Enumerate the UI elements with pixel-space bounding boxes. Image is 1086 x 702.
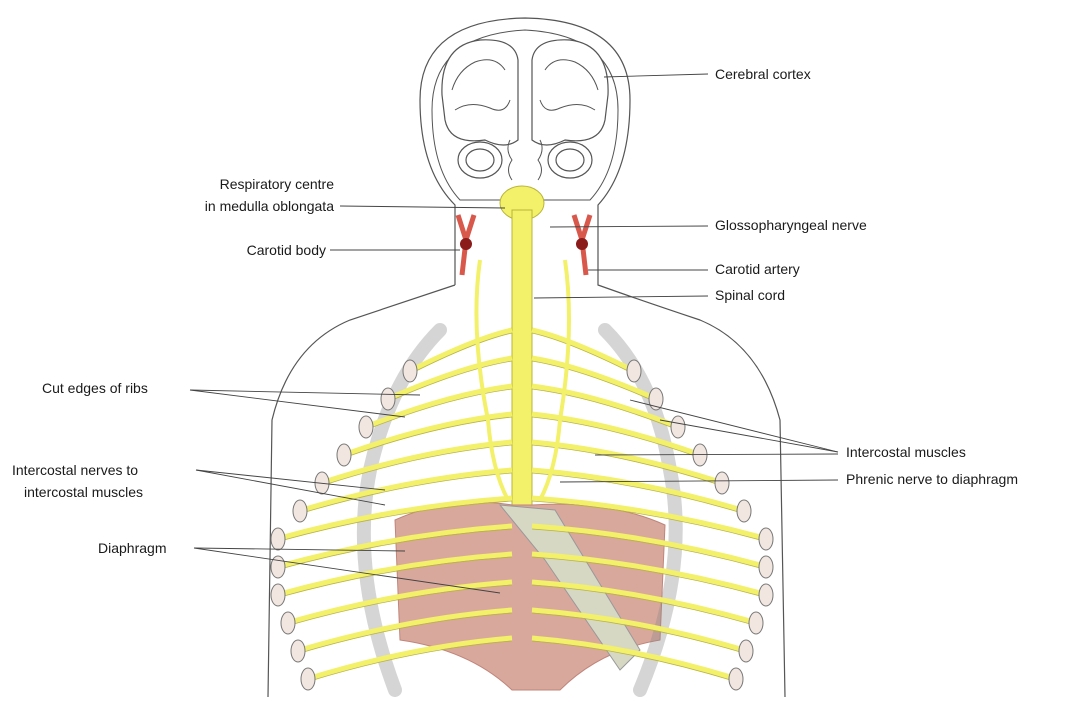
rib-cut-end-right (759, 556, 773, 578)
carotid-body-right (576, 238, 588, 250)
rib-cut-end-left (301, 668, 315, 690)
rib-cut-end-left (281, 612, 295, 634)
rib-cut-end-left (359, 416, 373, 438)
label-glossopharyngeal-nerve: Glossopharyngeal nerve (715, 217, 867, 234)
cerebral-hemispheres (442, 40, 608, 178)
rib-cut-end-left (293, 500, 307, 522)
rib-cut-end-right (749, 612, 763, 634)
label-intercostal-nerves-line2: intercostal muscles (24, 484, 143, 501)
rib-cut-end-right (729, 668, 743, 690)
rib-cut-end-left (337, 444, 351, 466)
label-spinal-cord: Spinal cord (715, 287, 785, 304)
rib-cut-end-left (403, 360, 417, 382)
label-phrenic-nerve: Phrenic nerve to diaphragm (846, 471, 1018, 488)
label-respiratory-centre-line2: in medulla oblongata (205, 198, 334, 215)
label-carotid-body: Carotid body (247, 242, 326, 259)
rib-cut-end-right (739, 640, 753, 662)
rib-cut-end-left (291, 640, 305, 662)
label-diaphragm: Diaphragm (98, 540, 166, 557)
label-respiratory-centre-line1: Respiratory centre (220, 176, 334, 193)
label-cerebral-cortex: Cerebral cortex (715, 66, 811, 83)
rib-cut-end-right (627, 360, 641, 382)
rib-cut-end-right (759, 584, 773, 606)
label-cut-edges-of-ribs: Cut edges of ribs (42, 380, 148, 397)
rib-cut-end-right (715, 472, 729, 494)
rib-cut-end-left (271, 528, 285, 550)
rib-cut-end-right (671, 416, 685, 438)
label-intercostal-muscles: Intercostal muscles (846, 444, 966, 461)
rib-cut-end-right (737, 500, 751, 522)
label-carotid-artery: Carotid artery (715, 261, 800, 278)
rib-cut-end-left (271, 584, 285, 606)
carotid-body-left (460, 238, 472, 250)
rib-cut-end-right (759, 528, 773, 550)
label-intercostal-nerves-line1: Intercostal nerves to (12, 462, 138, 479)
brainstem (508, 140, 542, 180)
rib-cut-end-left (381, 388, 395, 410)
